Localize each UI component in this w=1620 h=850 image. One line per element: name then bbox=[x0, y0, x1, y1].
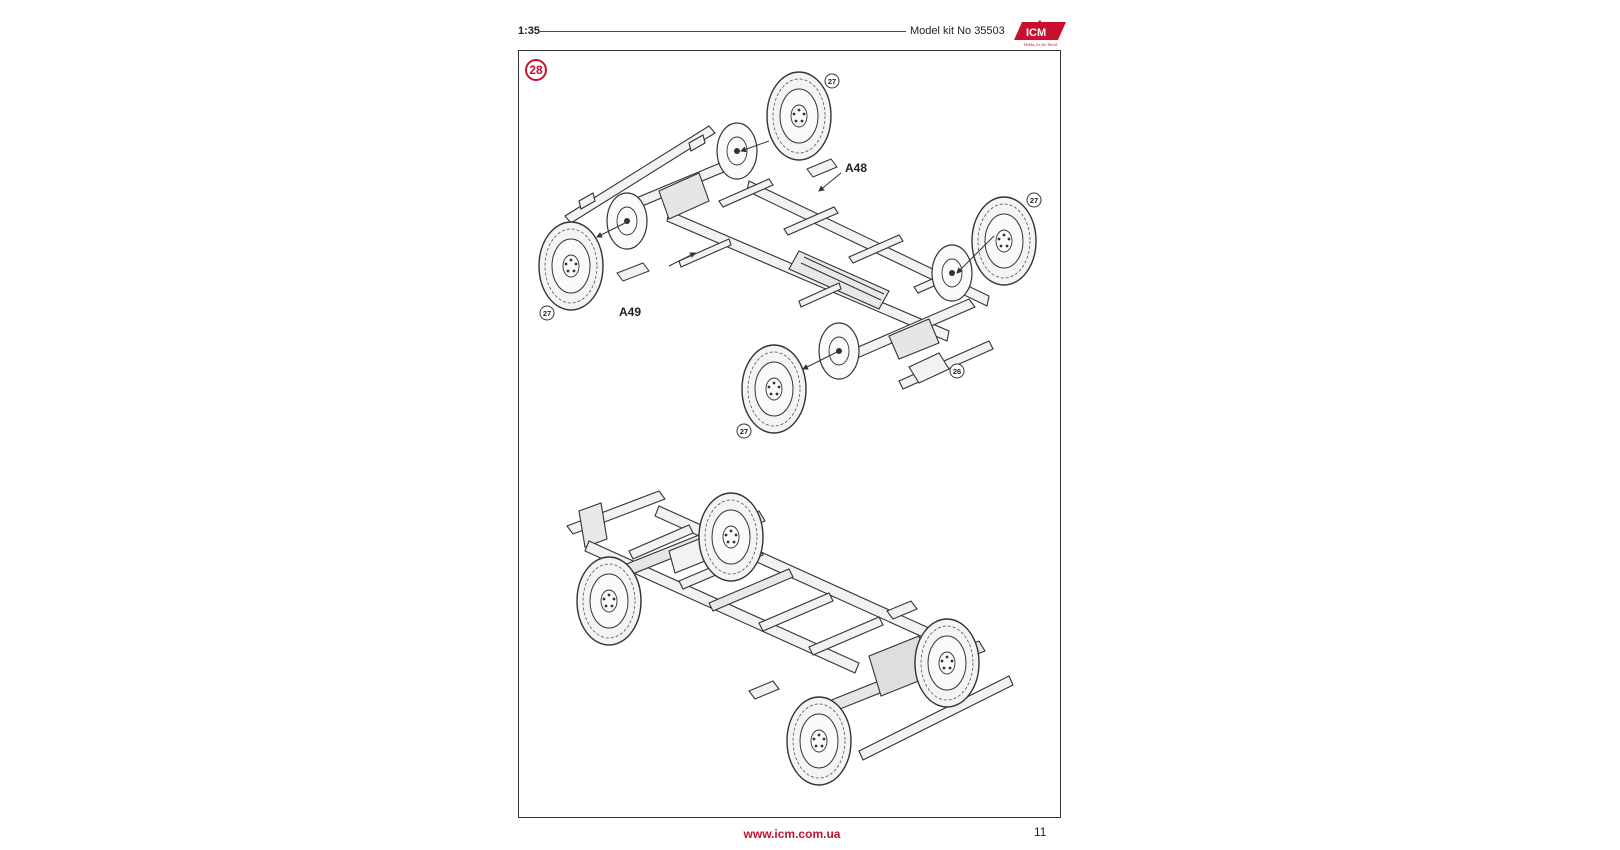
kit-number: Model kit No 35503 bbox=[910, 25, 1005, 37]
page-header: 1:35 Model kit No 35503 ICM Hobby for th… bbox=[512, 20, 1072, 47]
arrow-wheel-rear-left bbox=[802, 350, 840, 370]
scale-label: 1:35 bbox=[518, 25, 541, 37]
front-left-hub bbox=[606, 192, 648, 250]
wheel-front-right bbox=[766, 71, 832, 161]
label-a49: A49 bbox=[619, 305, 641, 319]
arrow-a49 bbox=[668, 252, 696, 267]
callout-wheel-left: 27 bbox=[539, 305, 555, 321]
arrow-wheel-rear-right bbox=[956, 235, 995, 274]
callout-bumper: 26 bbox=[949, 363, 965, 379]
rear-right-hub bbox=[931, 244, 973, 302]
step-number-badge: 28 bbox=[525, 59, 547, 81]
instruction-page: 1:35 Model kit No 35503 ICM Hobby for th… bbox=[512, 0, 1072, 850]
wheel-rear-left bbox=[741, 344, 807, 434]
part-a49-step bbox=[616, 262, 650, 282]
svg-text:27: 27 bbox=[740, 427, 748, 436]
assembled-wheel-front-right bbox=[914, 618, 980, 708]
assembled-wheel-rear-right bbox=[698, 492, 764, 582]
svg-text:27: 27 bbox=[828, 77, 836, 86]
callout-wheel-right: 27 bbox=[1026, 192, 1042, 208]
front-right-hub bbox=[716, 122, 758, 180]
upper-chassis bbox=[564, 125, 994, 390]
wheel-front-left bbox=[538, 221, 604, 311]
logo-text: ICM bbox=[1026, 27, 1046, 39]
arrow-a48 bbox=[818, 172, 842, 192]
part-a48-step bbox=[806, 158, 838, 178]
svg-text:27: 27 bbox=[1030, 196, 1038, 205]
instruction-frame: 28 bbox=[518, 50, 1061, 818]
assembled-wheel-rear-left bbox=[576, 556, 642, 646]
arrow-wheel-front-left bbox=[596, 220, 630, 238]
callout-wheel-bottom: 27 bbox=[736, 423, 752, 439]
logo-tagline: Hobby for the World bbox=[1023, 42, 1058, 47]
wheel-rear-right bbox=[971, 196, 1037, 286]
footer-url[interactable]: www.icm.com.ua bbox=[743, 827, 841, 841]
arrow-wheel-front-right bbox=[740, 140, 770, 153]
label-a48: A48 bbox=[845, 161, 867, 175]
callout-wheel-top: 27 bbox=[824, 73, 840, 89]
assembled-wheel-front-left bbox=[786, 696, 852, 786]
assembly-drawing: A48 A49 27 27 27 26 27 bbox=[538, 71, 1042, 786]
header-rule bbox=[540, 31, 906, 32]
svg-text:27: 27 bbox=[543, 309, 551, 318]
icm-logo: ICM Hobby for the World bbox=[1014, 20, 1066, 47]
page-number: 11 bbox=[1034, 825, 1047, 839]
svg-text:26: 26 bbox=[953, 367, 961, 376]
